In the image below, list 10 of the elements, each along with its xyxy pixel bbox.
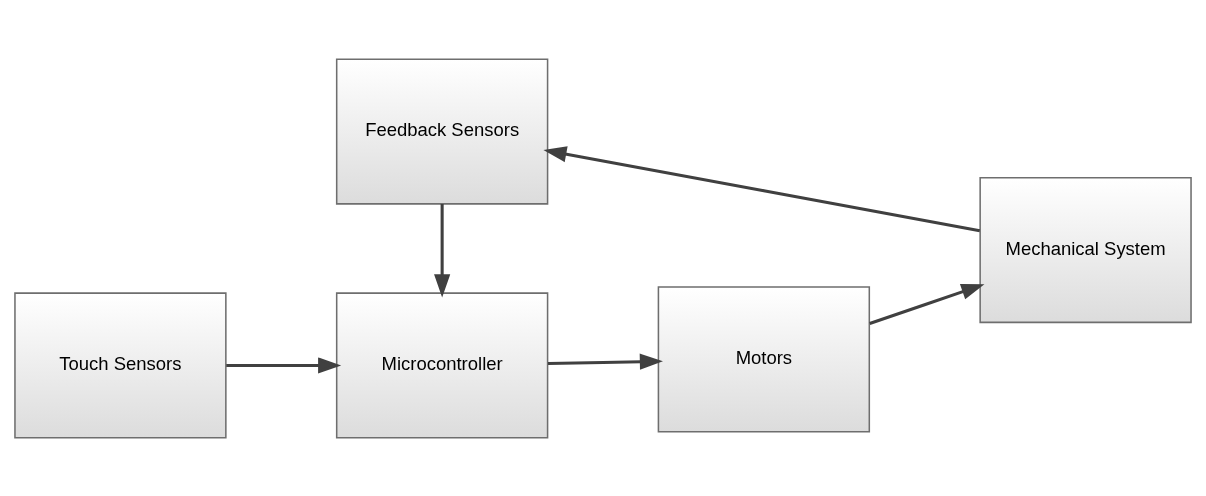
node-box: Motors	[657, 285, 871, 432]
arrow	[226, 356, 342, 374]
node-box: Mechanical System	[979, 176, 1192, 323]
arrow	[547, 353, 663, 370]
node-box: Microcontroller	[335, 291, 549, 439]
arrow	[434, 203, 451, 297]
arrow	[543, 145, 981, 232]
node-box: Touch Sensors	[14, 291, 227, 439]
arrow	[869, 283, 985, 325]
node-box: Feedback Sensors	[335, 57, 549, 205]
